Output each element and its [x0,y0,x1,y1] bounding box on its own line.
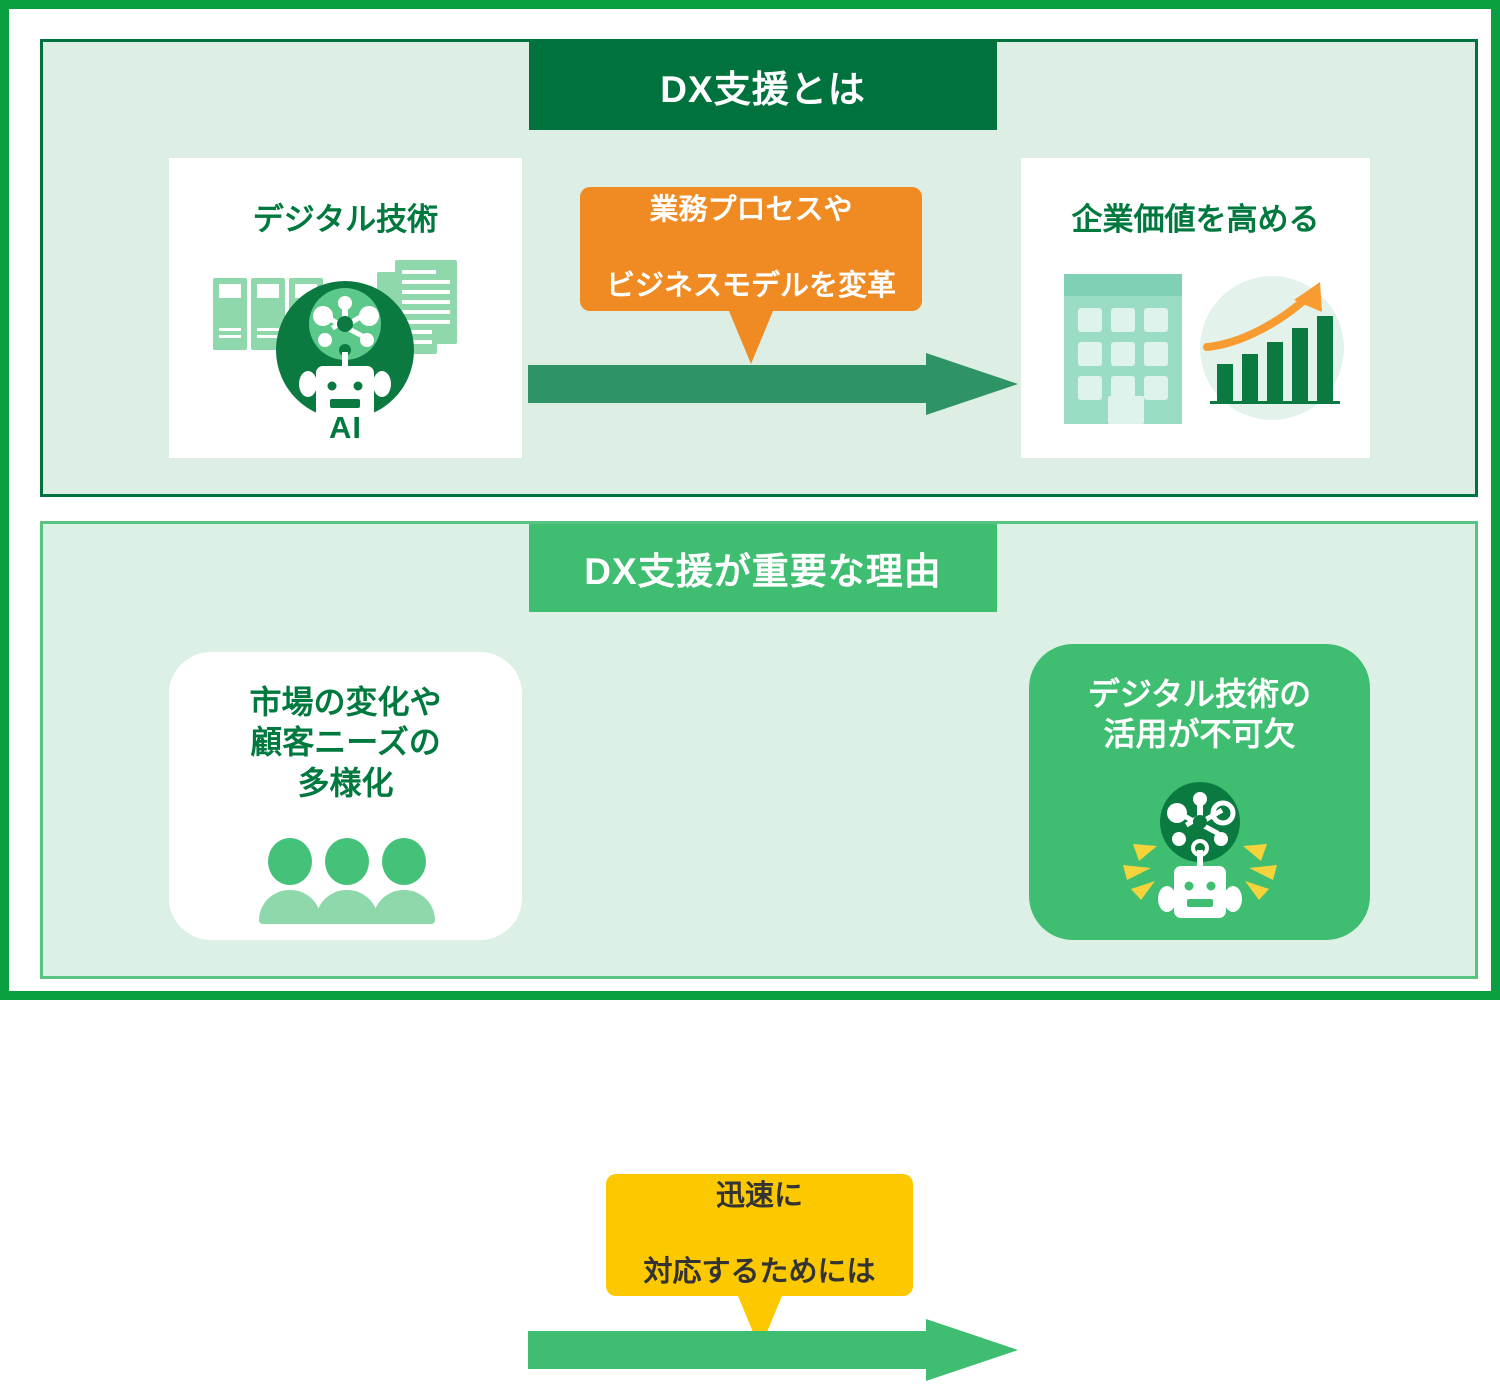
callout-speed-line1: 迅速に [715,1180,803,1213]
person-icon [316,838,378,928]
section-header-dx-importance: DX支援が重要な理由 [529,524,997,612]
flow-arrow-right-bottom [528,1319,1018,1381]
person-head [268,838,312,885]
card-title-corporate-value: 企業価値を高める [1071,202,1320,237]
card-market-change: 市場の変化や 顧客ニーズの 多様化 [169,652,522,940]
market-line2: 顧客ニーズの [250,724,441,761]
section-dx-support-definition: DX支援とは デジタル技術 [40,39,1478,497]
robot-ai-sparkle-icon [1109,782,1291,924]
person-body [316,890,378,924]
card-title-market-change: 市場の変化や 顧客ニーズの 多様化 [169,682,522,803]
card-title-digital-technology: デジタル技術 [252,202,439,237]
building-growth-chart-icon [1050,260,1350,432]
callout-rapid-response: 迅速に 対応するためには [606,1174,913,1349]
flow-arrow-right-top [528,353,1018,415]
essential-line1: デジタル技術の [1087,676,1312,712]
card-digital-essential: デジタル技術の 活用が不可欠 [1029,644,1370,940]
callout-transform-line1: 業務プロセスや [649,194,853,227]
person-body [259,890,321,924]
callout-transform-process: 業務プロセスや ビジネスモデルを変革 [580,187,922,364]
market-line3: 多様化 [297,764,394,801]
person-icon [259,838,321,928]
section-dx-support-importance: DX支援が重要な理由 市場の変化や 顧客ニーズの 多様化 [40,521,1478,1381]
callout-speed-line2: 対応するためには [643,1255,876,1288]
essential-line2: 活用が不可欠 [1103,716,1296,753]
callout-transform-line2: ビジネスモデルを変革 [605,269,896,302]
market-line1: 市場の変化や [249,684,442,720]
person-head [325,838,369,885]
person-icon [373,838,435,928]
ai-robot-network-icon [199,254,492,420]
three-people-icon [259,838,435,928]
section-header-dx-support: DX支援とは [529,42,997,130]
card-title-digital-essential: デジタル技術の 活用が不可欠 [1029,674,1370,755]
card-corporate-value: 企業価値を高める [1021,158,1370,458]
callout-tail [729,311,773,364]
person-head [382,838,426,885]
card-digital-technology: デジタル技術 [169,158,522,458]
ai-label: AI [329,410,362,445]
person-body [373,890,435,924]
